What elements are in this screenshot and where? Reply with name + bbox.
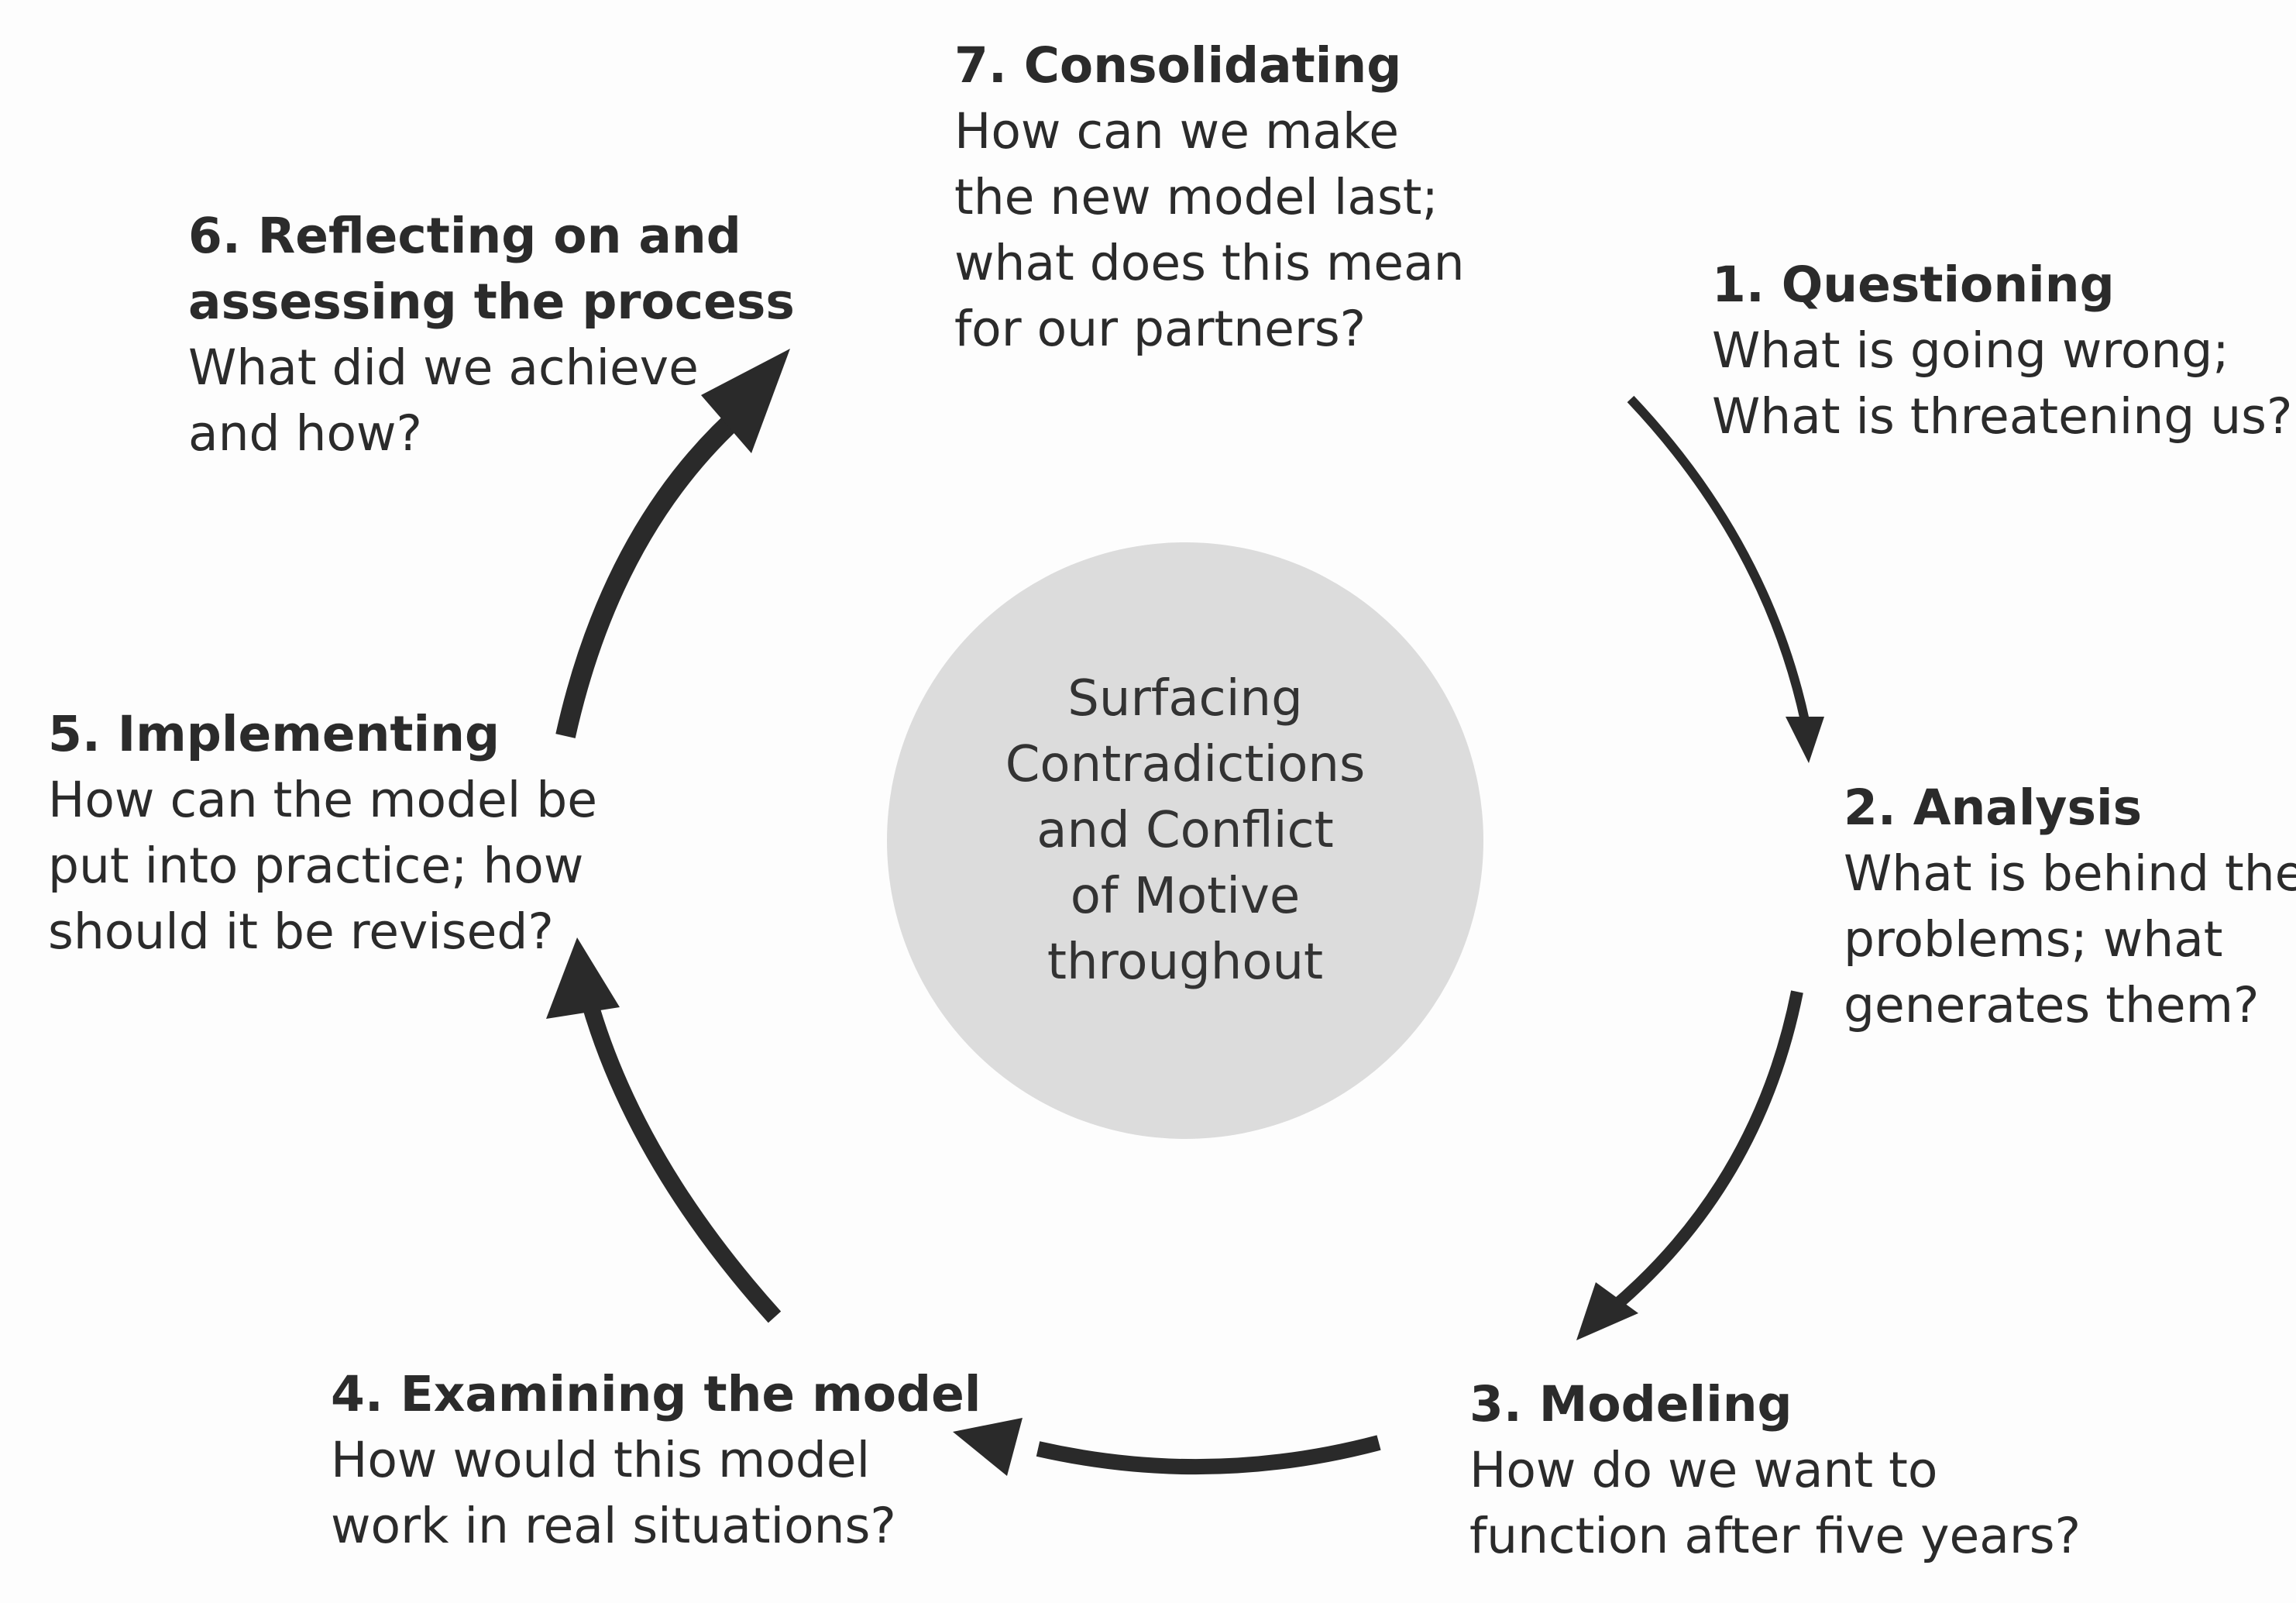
step-questioning: 1. Questioning What is going wrong; What… (1712, 252, 2292, 449)
center-label: Surfacing Contradictions and Conflict of… (891, 666, 1480, 996)
step-question-line: What is threatening us? (1712, 388, 2293, 445)
step-question-line: How can we make (954, 103, 1399, 160)
step-reflecting: 6. Reflecting on and assessing the proce… (188, 203, 795, 466)
step-question-line: What is going wrong; (1712, 322, 2229, 379)
step-question-line: What did we achieve (188, 339, 699, 396)
step-question-line: How would this model (331, 1432, 871, 1488)
step-question-line: for our partners? (954, 301, 1366, 357)
center-line: Contradictions (1005, 736, 1366, 793)
step-examining-the-model: 4. Examining the model How would this mo… (331, 1361, 981, 1559)
center-circle (887, 542, 1483, 1139)
step-question-line: What is behind the (1844, 845, 2296, 902)
arrow-implementing-to-reflecting (555, 349, 790, 738)
step-title: 6. Reflecting on and (188, 208, 741, 264)
step-question-line: should it be revised? (48, 903, 554, 960)
center-line: throughout (1047, 934, 1324, 991)
arrow-questioning-to-analysis (1627, 395, 1824, 763)
step-title: 3. Modeling (1469, 1376, 1792, 1433)
step-title: 5. Implementing (48, 706, 500, 762)
step-modeling: 3. Modeling How do we want to function a… (1469, 1371, 2081, 1569)
step-question-line: How can the model be (48, 772, 598, 828)
step-question-line: work in real situations? (331, 1498, 896, 1554)
step-consolidating: 7. Consolidating How can we make the new… (954, 33, 1465, 362)
center-line: and Conflict (1036, 802, 1334, 859)
step-question-line: the new model last; (954, 169, 1438, 225)
step-title: assessing the process (188, 273, 795, 330)
step-question-line: function after five years? (1469, 1508, 2081, 1564)
step-question-line: generates them? (1844, 977, 2260, 1034)
center-line: of Motive (1070, 868, 1301, 925)
step-implementing: 5. Implementing How can the model be put… (48, 701, 597, 965)
step-question-line: problems; what (1844, 911, 2223, 968)
step-question-line: How do we want to (1469, 1442, 1938, 1498)
center-line: Surfacing (1067, 670, 1303, 728)
step-title: 4. Examining the model (331, 1366, 981, 1422)
step-question-line: put into practice; how (48, 838, 584, 894)
step-analysis: 2. Analysis What is behind the problems;… (1844, 775, 2296, 1038)
arrow-examining-to-implementing (546, 937, 782, 1323)
step-title: 2. Analysis (1844, 779, 2143, 836)
arrow-modeling-to-examining (953, 1418, 1381, 1476)
arrow-analysis-to-modeling (1576, 990, 1803, 1340)
step-question-line: and how? (188, 405, 422, 462)
step-title: 7. Consolidating (954, 37, 1402, 94)
step-title: 1. Questioning (1712, 256, 2115, 313)
step-question-line: what does this mean (954, 235, 1465, 291)
